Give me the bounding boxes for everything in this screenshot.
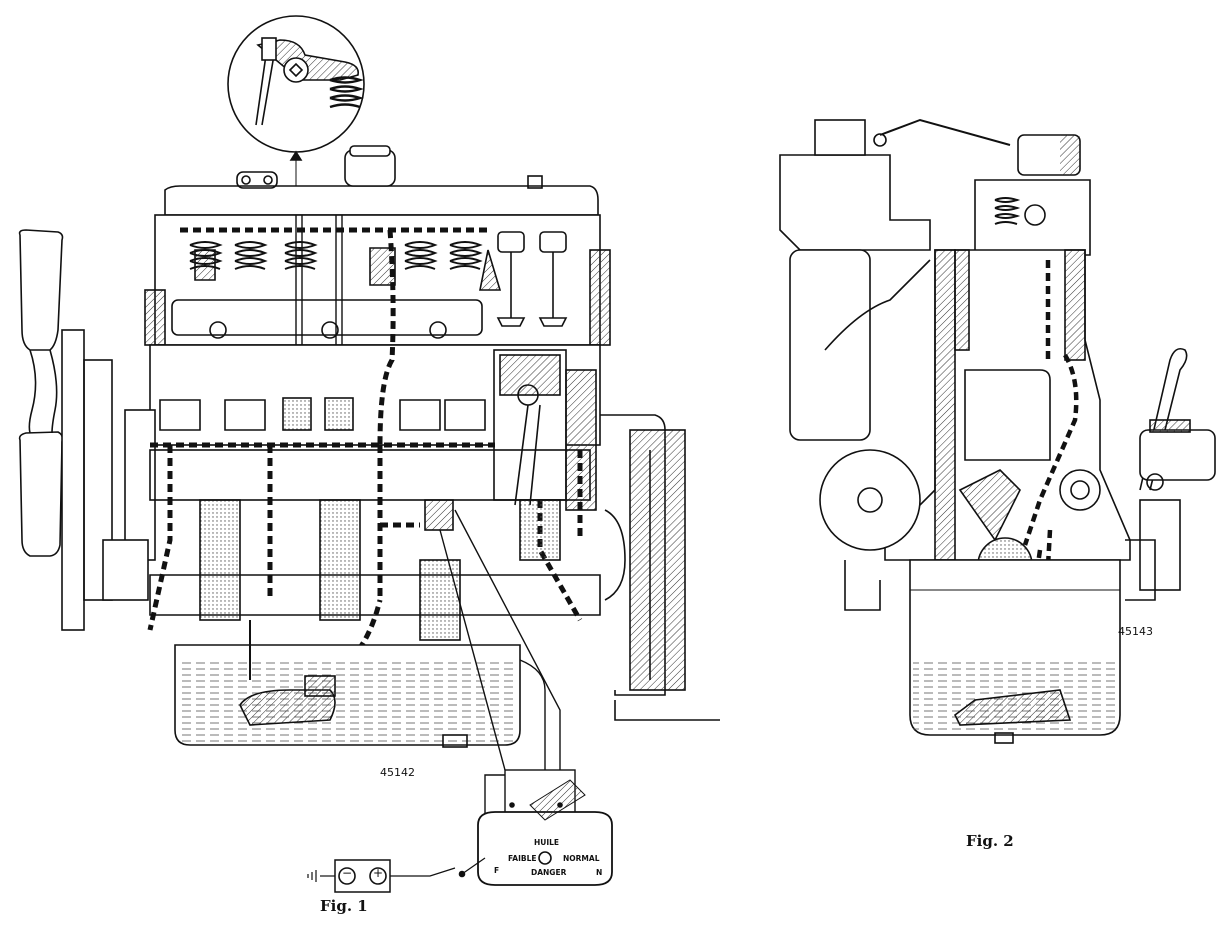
intake-manifold xyxy=(779,118,1011,441)
gauge-label-huile: HUILE xyxy=(534,838,560,847)
gauge-label-danger: DANGER xyxy=(531,868,567,877)
gauge-label-normal: NORMAL xyxy=(563,854,600,863)
fan-blade xyxy=(18,229,113,631)
battery xyxy=(307,857,486,893)
oil-warning-gauge xyxy=(477,769,613,886)
figure1-engine-side-section xyxy=(18,15,720,893)
gauge-label-f: F xyxy=(494,866,500,875)
crankshaft xyxy=(102,449,601,641)
figure2-caption: Fig. 2 xyxy=(966,832,1014,850)
rocker-cover xyxy=(164,145,599,216)
gauge-label-faible: FAIBLE xyxy=(508,854,537,863)
figure1-ref-code: 45142 xyxy=(380,766,415,779)
flywheel-housing xyxy=(600,414,720,721)
battery-plus-sign: + xyxy=(373,866,384,880)
oil-pressure-sender xyxy=(424,499,561,771)
figure2-engine-front-section xyxy=(779,118,1216,744)
oil-pan xyxy=(174,644,521,748)
rocker-cover-end xyxy=(974,134,1091,256)
figure2-ref-code: 45143 xyxy=(1118,625,1153,638)
timing-wheel xyxy=(819,449,921,611)
dipstick-and-filter xyxy=(1139,347,1216,591)
gauge-label-n: N xyxy=(596,868,603,877)
rocker-detail-balloon xyxy=(227,15,365,186)
exposed-valves xyxy=(496,231,568,327)
sump xyxy=(909,559,1121,744)
cylinder-block xyxy=(124,344,601,561)
battery-minus-sign: − xyxy=(342,866,353,880)
valve-springs xyxy=(189,241,483,270)
block-cross-section xyxy=(884,249,1156,601)
figure1-caption: Fig. 1 xyxy=(320,897,368,915)
